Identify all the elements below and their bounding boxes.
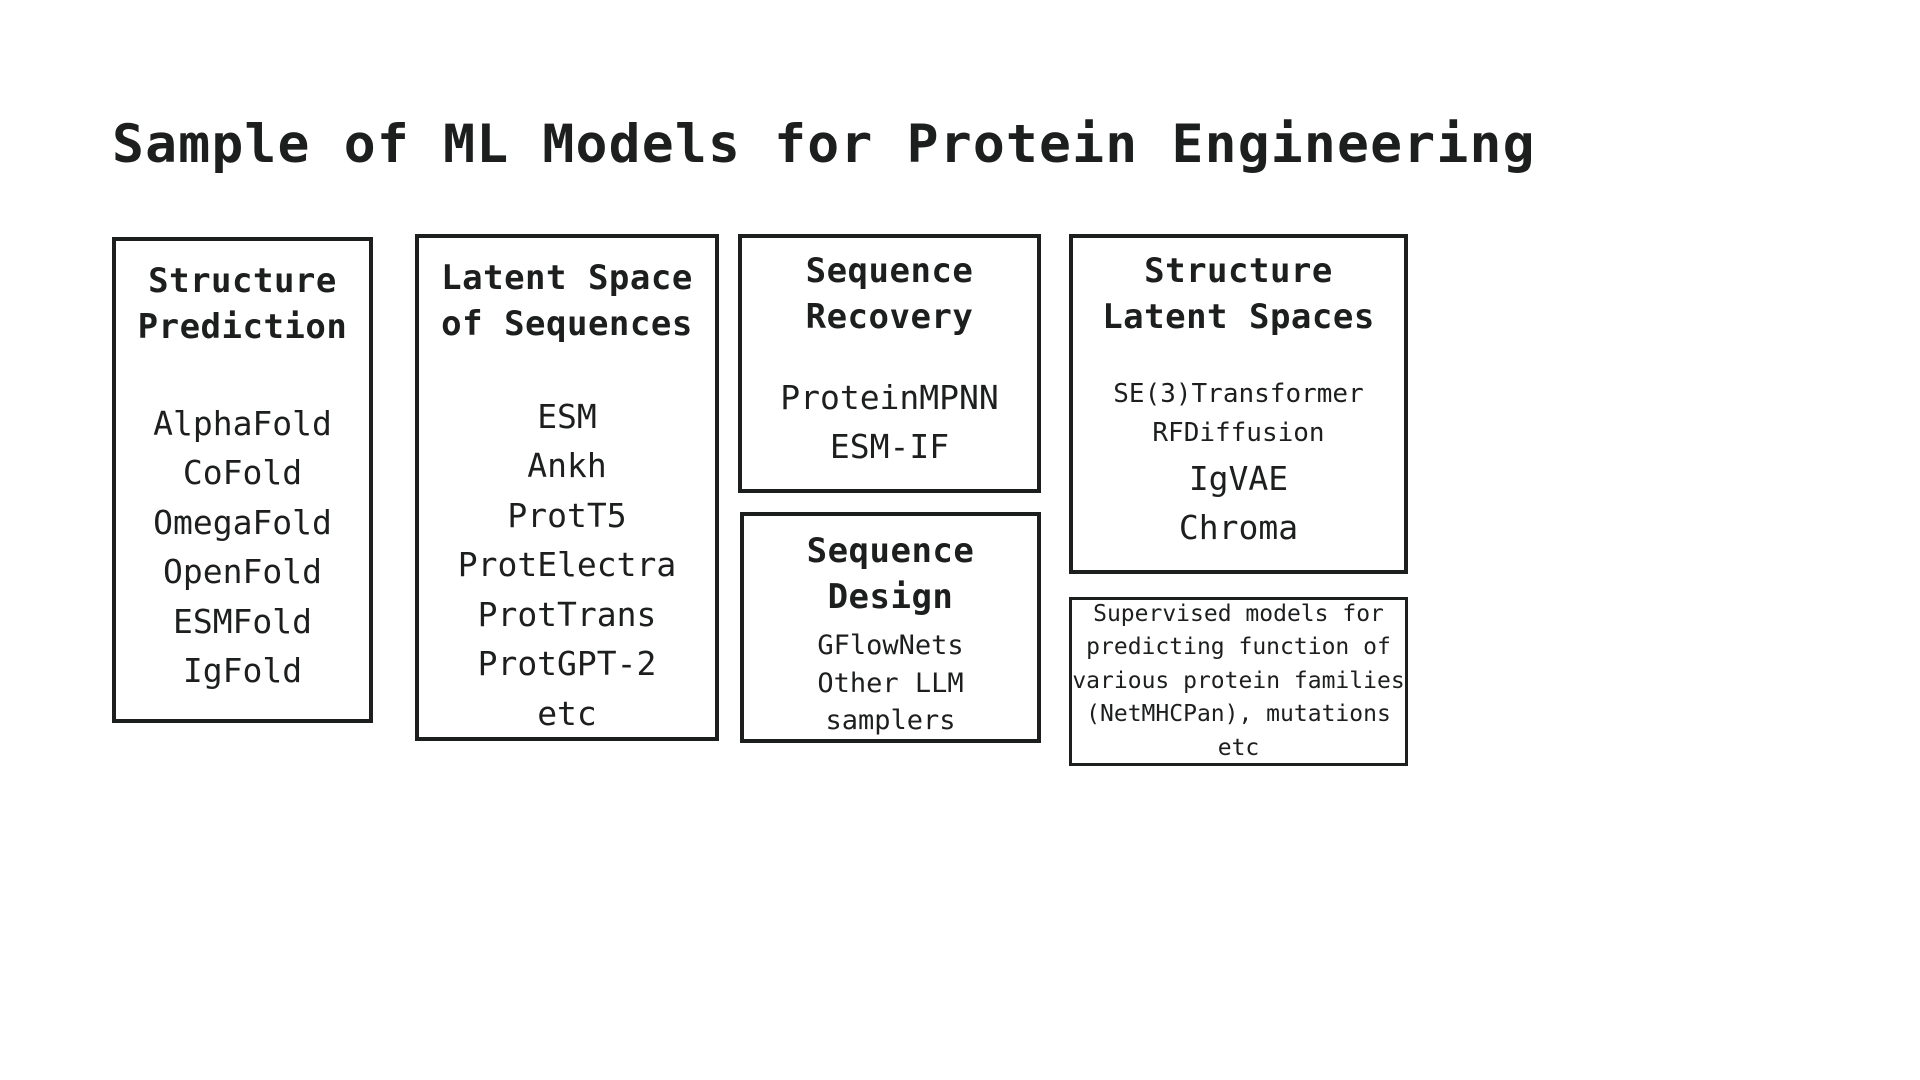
box-title-latent-space-of-sequences: Latent Space of Sequences bbox=[441, 258, 693, 344]
list-item: ProteinMPNN bbox=[780, 377, 999, 417]
list-item: CoFold bbox=[182, 453, 303, 493]
list-item: samplers bbox=[825, 705, 956, 737]
model-list-structure-latent-spaces: SE(3)Transformer RFDiffusion IgVAE Chrom… bbox=[1113, 375, 1363, 553]
list-item: ProtElectra bbox=[457, 545, 677, 585]
list-item: OmegaFold bbox=[153, 502, 332, 542]
list-item: GFlowNets bbox=[817, 629, 964, 661]
list-item: ProtT5 bbox=[507, 495, 627, 535]
model-list-latent-space-of-sequences: ESM Ankh ProtT5 ProtElectra ProtTrans Pr… bbox=[457, 392, 677, 737]
box-title-structure-prediction: Structure Prediction bbox=[137, 261, 348, 347]
list-item: etc bbox=[537, 693, 597, 733]
box-structure-prediction: Structure Prediction AlphaFold CoFold Om… bbox=[112, 237, 373, 723]
box-latent-space-of-sequences: Latent Space of Sequences ESM Ankh ProtT… bbox=[415, 234, 719, 741]
box-sequence-design: Sequence Design GFlowNets Other LLM samp… bbox=[740, 512, 1041, 743]
list-item: ProtGPT-2 bbox=[477, 644, 657, 684]
list-item: Ankh bbox=[527, 446, 607, 486]
list-item: SE(3)Transformer bbox=[1113, 378, 1364, 409]
list-item: RFDiffusion bbox=[1152, 418, 1325, 449]
list-item: OpenFold bbox=[163, 552, 322, 592]
list-item: ESM-IF bbox=[829, 427, 950, 467]
box-supervised-models-note: Supervised models for predicting functio… bbox=[1069, 597, 1408, 766]
list-item: AlphaFold bbox=[153, 403, 332, 443]
list-item: ProtTrans bbox=[477, 594, 657, 634]
box-sequence-recovery: Sequence Recovery ProteinMPNN ESM-IF bbox=[738, 234, 1041, 493]
box-title-sequence-recovery: Sequence Recovery bbox=[805, 251, 974, 337]
list-item: Other LLM bbox=[817, 667, 964, 699]
box-title-sequence-design: Sequence Design bbox=[806, 531, 975, 617]
list-item: ESM bbox=[537, 396, 597, 436]
model-list-sequence-design: GFlowNets Other LLM samplers bbox=[817, 627, 964, 739]
list-item: Chroma bbox=[1178, 508, 1299, 548]
model-list-structure-prediction: AlphaFold CoFold OmegaFold OpenFold ESMF… bbox=[153, 399, 332, 696]
list-item: ESMFold bbox=[172, 601, 313, 641]
note-text: Supervised models for predicting functio… bbox=[1072, 601, 1405, 761]
model-list-sequence-recovery: ProteinMPNN ESM-IF bbox=[780, 373, 999, 472]
list-item: IgVAE bbox=[1188, 458, 1289, 498]
box-structure-latent-spaces: Structure Latent Spaces SE(3)Transformer… bbox=[1069, 234, 1408, 574]
page-title: Sample of ML Models for Protein Engineer… bbox=[112, 114, 1536, 175]
box-title-structure-latent-spaces: Structure Latent Spaces bbox=[1102, 251, 1375, 337]
list-item: IgFold bbox=[182, 651, 303, 691]
